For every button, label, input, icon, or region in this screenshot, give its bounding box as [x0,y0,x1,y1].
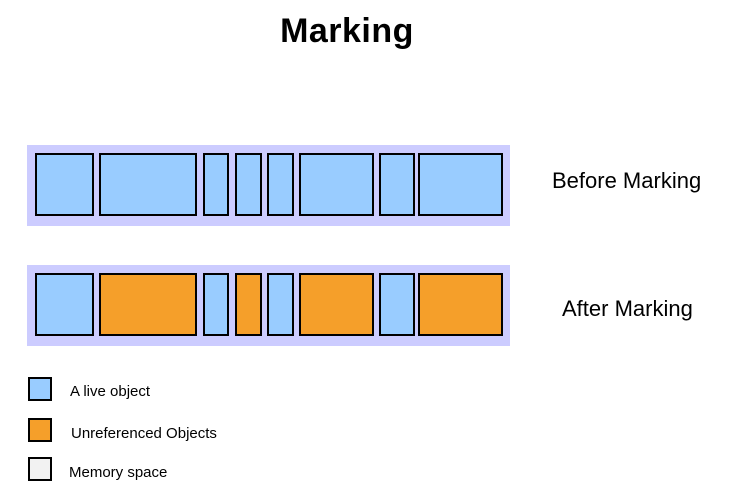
legend-label-unreferenced: Unreferenced Objects [71,425,217,442]
after-block-unreferenced [299,273,374,336]
after-block-unreferenced [235,273,262,336]
before-block-live [267,153,294,216]
after-block-unreferenced [99,273,197,336]
before-block-live [235,153,262,216]
legend-label-memory-space: Memory space [69,464,168,481]
before-block-live [203,153,229,216]
before-marking-label: Before Marking [552,168,702,193]
heap-before-marking [27,145,510,226]
after-marking-label: After Marking [562,296,693,321]
diagram-title: Marking [280,12,414,50]
after-block-live [35,273,94,336]
before-block-live [35,153,94,216]
after-block-unreferenced [418,273,503,336]
legend-swatch-unreferenced [28,418,52,442]
legend-swatch-live [28,377,52,401]
heap-after-marking [27,265,510,346]
before-block-live [379,153,415,216]
legend-swatch-memory-space [28,457,52,481]
after-block-live [203,273,229,336]
before-block-live [99,153,197,216]
before-block-live [299,153,374,216]
after-block-live [267,273,294,336]
before-block-live [418,153,503,216]
legend-label-live: A live object [70,383,151,400]
after-block-live [379,273,415,336]
